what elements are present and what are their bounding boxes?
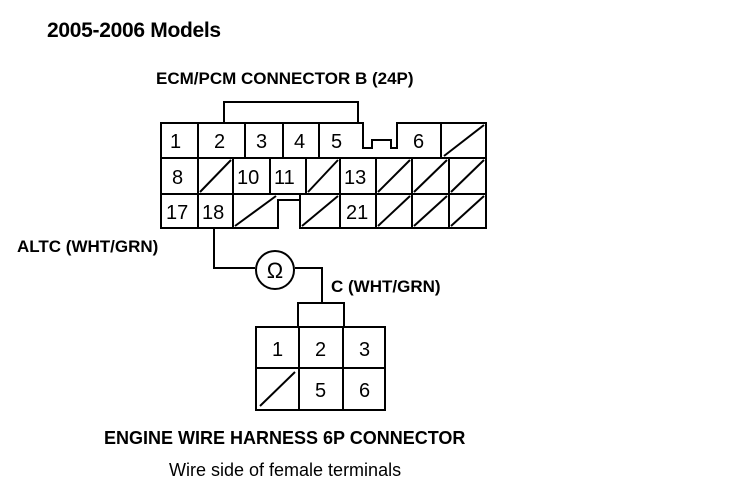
empty-cavity-marks	[199, 124, 485, 227]
ecm-terminal-17: 17	[166, 202, 188, 224]
ecm-terminal-11: 11	[274, 167, 295, 189]
ecm-terminal-4: 4	[294, 131, 305, 153]
ecm-terminal-5: 5	[331, 131, 342, 153]
ecm-terminal-labels: 1 2 3 4 5 6 8 10 11 13 17 18 21	[166, 131, 424, 224]
empty-cavity-mark	[259, 371, 296, 407]
altc-wire	[213, 228, 255, 269]
ohmmeter-symbol	[255, 250, 295, 290]
c-wire	[295, 267, 323, 303]
ecm-connector-title: ECM/PCM CONNECTOR B (24P)	[156, 69, 414, 88]
ecm-terminal-21: 21	[346, 202, 368, 224]
ecm-terminal-1: 1	[170, 131, 181, 153]
harness-terminal-6: 6	[359, 380, 370, 402]
harness-connector-subtitle: Wire side of female terminals	[169, 460, 402, 480]
ecm-terminal-8: 8	[172, 167, 183, 189]
ecm-connector-lock-tab	[223, 101, 359, 123]
ecm-connector	[160, 101, 487, 229]
harness-connector-title: ENGINE WIRE HARNESS 6P CONNECTOR	[104, 428, 466, 448]
ecm-terminal-13: 13	[344, 167, 366, 189]
page-title: 2005-2006 Models	[47, 19, 221, 42]
ecm-connector-outline	[160, 122, 487, 229]
harness-terminal-2: 2	[315, 339, 326, 361]
harness-terminal-3: 3	[359, 339, 370, 361]
harness-terminal-5: 5	[315, 380, 326, 402]
harness-terminal-1: 1	[272, 339, 283, 361]
harness-terminal-labels: 1 2 3 5 6	[272, 339, 370, 402]
harness-connector	[255, 302, 386, 411]
ecm-terminal-2: 2	[214, 131, 225, 153]
ecm-terminal-3: 3	[256, 131, 267, 153]
c-wire-label: C (WHT/GRN)	[331, 277, 441, 296]
altc-wire-label: ALTC (WHT/GRN)	[17, 237, 159, 256]
harness-connector-lock-tab	[297, 302, 345, 327]
ecm-terminal-10: 10	[237, 167, 259, 189]
ecm-terminal-6: 6	[413, 131, 424, 153]
ohm-icon: Ω	[267, 258, 283, 283]
ecm-terminal-18: 18	[202, 202, 224, 224]
